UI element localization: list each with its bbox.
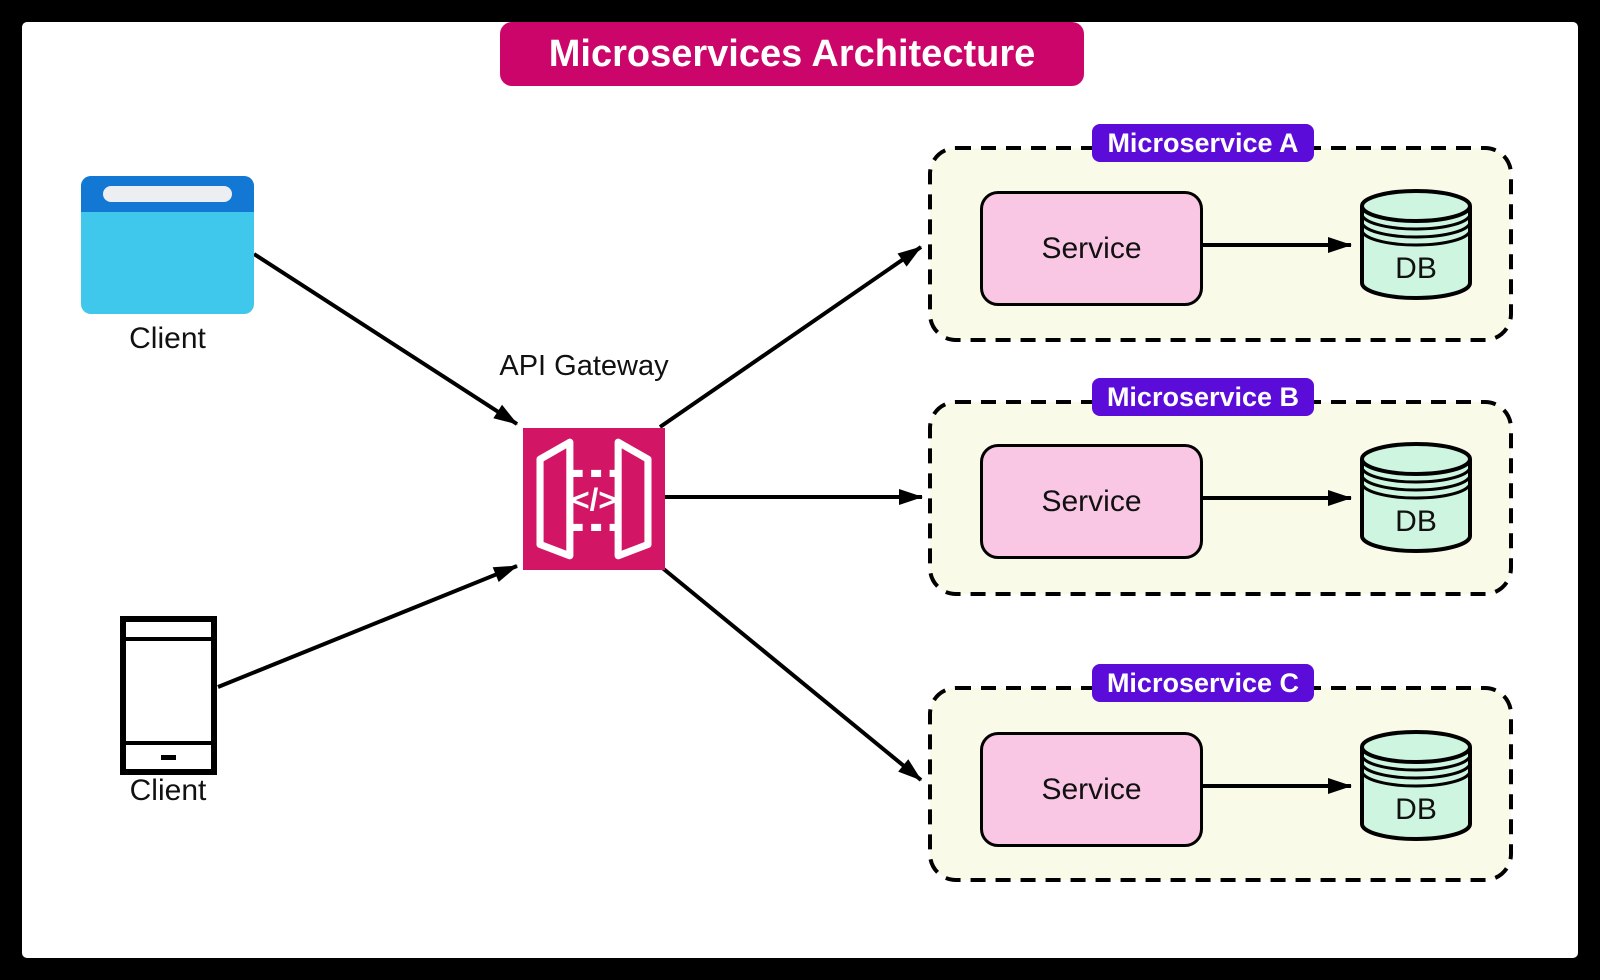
diagram-title: Microservices Architecture	[500, 22, 1084, 86]
database-a-label: DB	[1395, 252, 1437, 285]
api-gateway-icon: </>	[536, 438, 652, 560]
browser-client-label: Client	[129, 322, 206, 355]
microservice-c-banner: Microservice C	[1092, 664, 1314, 702]
database-a-icon: DB	[1360, 189, 1472, 300]
mobile-client-icon	[120, 616, 217, 775]
api-gateway-label: API Gateway	[499, 350, 669, 382]
browser-toolbar	[81, 176, 254, 212]
database-c-label: DB	[1395, 793, 1437, 826]
diagram-canvas	[22, 22, 1578, 958]
service-b-node: Service	[980, 444, 1203, 559]
database-b-label: DB	[1395, 505, 1437, 538]
code-glyph: </>	[571, 482, 616, 517]
service-c-node: Service	[980, 732, 1203, 847]
microservice-b-banner: Microservice B	[1092, 378, 1314, 416]
mobile-client-label: Client	[129, 774, 207, 807]
api-gateway-node: </>	[523, 428, 665, 570]
service-a-node: Service	[980, 191, 1203, 306]
browser-client-icon	[81, 176, 254, 314]
database-b-icon: DB	[1360, 442, 1472, 553]
browser-address-bar	[103, 186, 232, 202]
microservice-a-banner: Microservice A	[1092, 124, 1314, 162]
database-c-icon: DB	[1360, 730, 1472, 841]
